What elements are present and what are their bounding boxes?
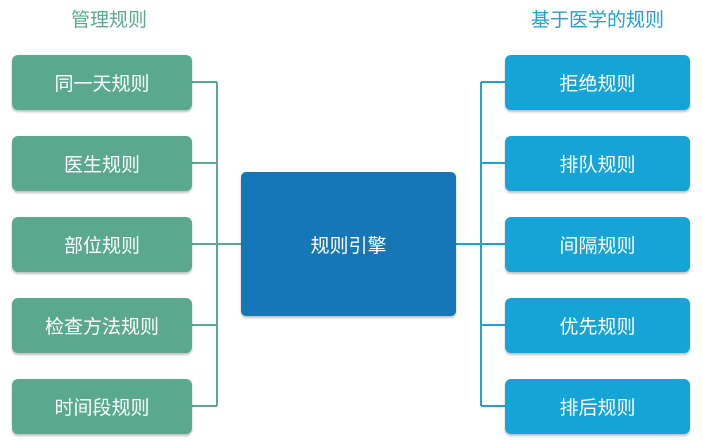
rule-label: 排队规则 [559,154,636,176]
queue-rule-box[interactable]: 排队规则 [505,136,690,191]
time-slot-rule-box[interactable]: 时间段规则 [12,379,192,434]
management-rules-heading: 管理规则 [70,9,147,31]
rule-label: 优先规则 [559,316,636,338]
rule-label: 间隔规则 [559,235,636,257]
exam-method-rule-box[interactable]: 检查方法规则 [12,298,192,353]
medical-rules-heading: 基于医学的规则 [530,9,664,31]
body-part-rule-box[interactable]: 部位规则 [12,217,192,272]
rule-label: 同一天规则 [54,73,150,95]
rule-label: 部位规则 [63,235,140,257]
left-connector [192,81,241,407]
rule-label: 检查方法规则 [44,316,159,338]
reject-rule-box[interactable]: 拒绝规则 [505,55,690,110]
rule-label: 拒绝规则 [559,73,636,95]
doctor-rule-box[interactable]: 医生规则 [12,136,192,191]
rule-label: 医生规则 [63,154,140,176]
same-day-rule-box[interactable]: 同一天规则 [12,55,192,110]
rule-engine-box[interactable]: 规则引擎 [241,172,456,316]
interval-rule-box[interactable]: 间隔规则 [505,217,690,272]
rule-label: 时间段规则 [54,397,150,419]
engine-label: 规则引擎 [310,234,387,257]
defer-rule-box[interactable]: 排后规则 [505,379,690,434]
right-connector [456,81,505,407]
priority-rule-box[interactable]: 优先规则 [505,298,690,353]
rule-label: 排后规则 [559,397,636,419]
